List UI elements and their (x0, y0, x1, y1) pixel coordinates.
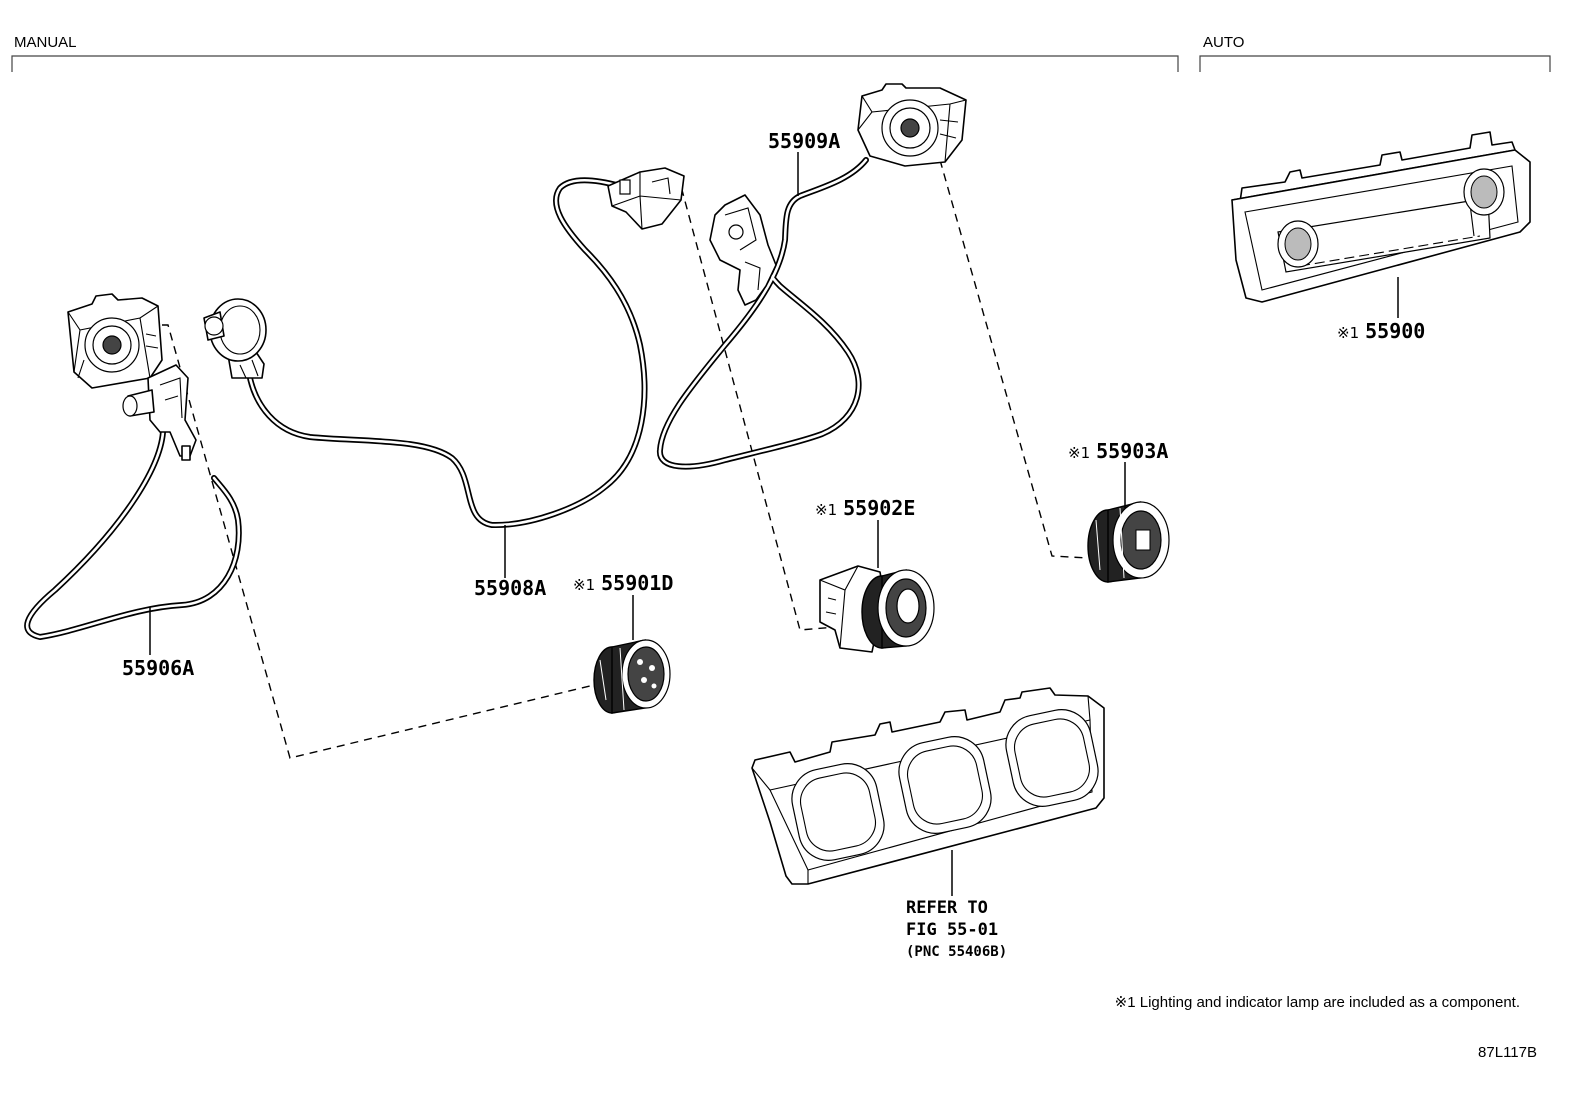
callout-code: 55903A (1096, 439, 1168, 463)
connector-55908a-top (607, 167, 685, 230)
callout-55906a[interactable]: 55906A (122, 656, 194, 680)
section-label-auto: AUTO (1203, 34, 1244, 51)
callout-code: 55900 (1365, 319, 1425, 343)
callout-55909a[interactable]: 55909A (768, 129, 840, 153)
cable-55906a (24, 429, 242, 640)
callout-mark: ※1 (573, 576, 595, 594)
round-connector-55908a (203, 298, 267, 379)
callout-mark: ※1 (1337, 324, 1359, 342)
callout-mark: ※1 (1068, 444, 1090, 462)
switch-head-55909a (857, 83, 967, 167)
callout-code: 55901D (601, 571, 673, 595)
callout-55902e[interactable]: ※1 55902E (815, 496, 915, 520)
knob-55901d (593, 639, 671, 714)
section-label-manual: MANUAL (14, 34, 77, 51)
reference-line-2[interactable]: FIG 55-01 (906, 920, 998, 940)
cable-55909a (657, 157, 869, 470)
control-panel-55900 (1231, 131, 1531, 303)
trim-bezel-55406b (751, 687, 1105, 885)
reference-line-1[interactable]: REFER TO (906, 898, 988, 918)
callout-55908a[interactable]: 55908A (474, 576, 546, 600)
knob-55903a (1087, 501, 1170, 583)
footnote: ※1 Lighting and indicator lamp are inclu… (1115, 994, 1520, 1011)
assembly-line-55903a (939, 159, 1089, 559)
assembly-line-55901d (148, 324, 591, 759)
callout-55901d[interactable]: ※1 55901D (573, 571, 673, 595)
lever-bracket-left (122, 364, 197, 461)
cable-55908a (247, 177, 648, 529)
lever-bracket-middle (709, 194, 777, 306)
callout-55903a[interactable]: ※1 55903A (1068, 439, 1168, 463)
switch-head-55906a (67, 293, 163, 389)
figure-id: 87L117B (1478, 1044, 1537, 1061)
callout-55900[interactable]: ※1 55900 (1337, 319, 1425, 343)
callout-code: 55902E (843, 496, 915, 520)
reference-line-3: (PNC 55406B) (906, 944, 1007, 960)
callout-mark: ※1 (815, 501, 837, 519)
section-bracket-manual (11, 55, 1179, 72)
section-bracket-auto (1199, 55, 1551, 72)
knob-55902e (819, 565, 935, 653)
